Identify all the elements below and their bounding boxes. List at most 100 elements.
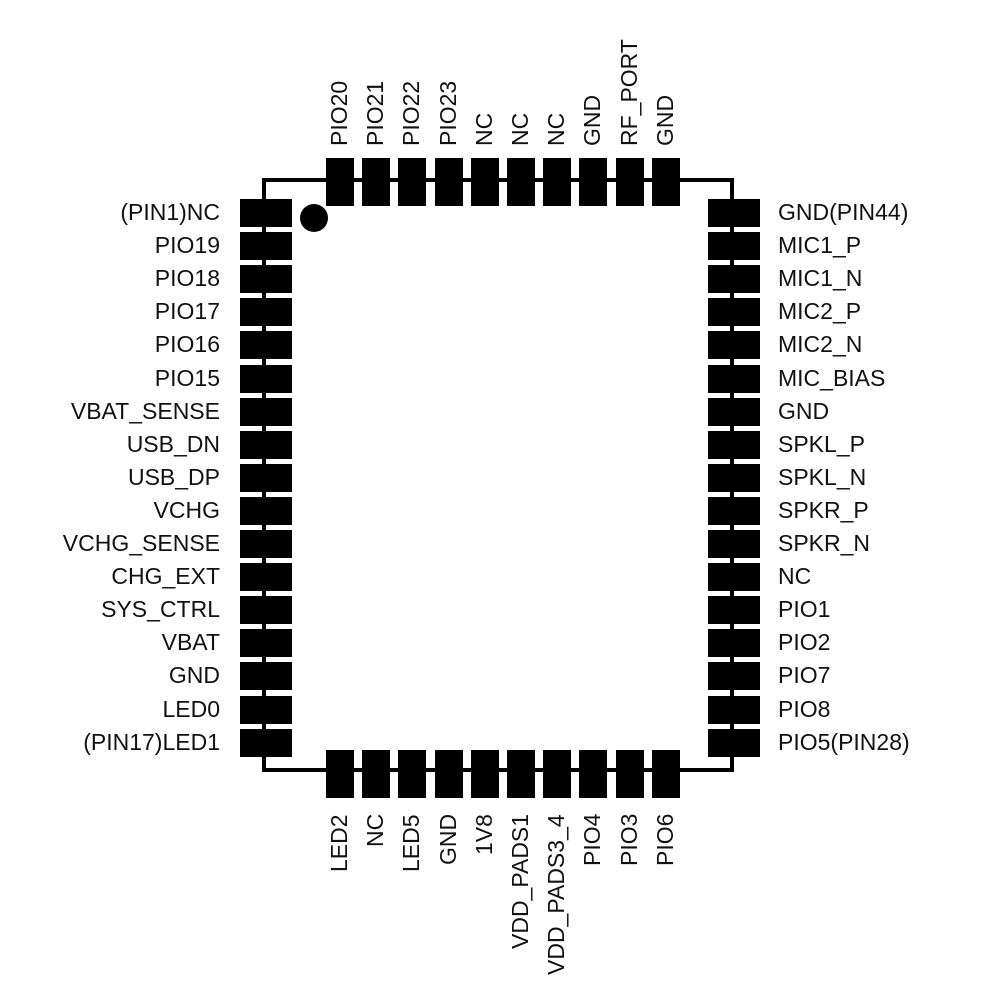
left-pin-pad [240,265,292,294]
bottom-pin-pad [543,750,572,798]
left-pin-pad [240,463,292,492]
top-pin-label: PIO23 [434,80,461,146]
bottom-pin-label: VDD_PADS1 [507,814,533,950]
top-pin-pad [543,158,572,206]
right-pin-label: MIC1_P [778,232,862,259]
left-pin-pad [240,530,292,558]
right-pin-pad [708,199,760,227]
right-pin-label: MIC1_N [778,265,863,292]
right-pin-pad [708,364,760,393]
right-pin-label: MIC2_N [778,331,863,358]
right-pin-pad [708,298,760,327]
top-pin-label: PIO21 [362,80,389,146]
bottom-pin-pad [326,750,354,798]
left-pin-label: PIO16 [154,331,220,358]
bottom-pin-label: LED5 [398,814,425,872]
left-pin-label: VCHG_SENSE [62,530,220,556]
bottom-pin-label: PIO3 [615,814,642,867]
top-pin-label: GND [651,94,678,146]
top-pin-label: NC [507,112,533,146]
top-pin-pad [326,158,354,206]
right-pin-label: MIC_BIAS [778,364,886,391]
right-pin-label: GND [778,397,830,424]
bottom-pin-pad [651,750,680,798]
left-pin-label: GND [168,662,220,689]
left-pin-pad [240,331,292,360]
bottom-pin-label: LED2 [326,814,352,872]
left-pin-pad [240,728,292,757]
top-pin-pad [470,158,499,206]
top-pin-pad [651,158,680,206]
left-pin-label: (PIN1)NC [120,199,220,225]
left-pin-pad [240,496,292,525]
right-pin-pad [708,463,760,492]
bottom-pin-label: PIO4 [579,814,606,867]
left-pin-pad [240,629,292,658]
right-pin-label: PIO2 [778,629,831,656]
right-pin-label: SPKR_P [778,496,869,523]
left-pin-pad [240,563,292,592]
right-pin-label: PIO7 [778,662,831,689]
bottom-pin-pad [615,750,644,798]
left-pin-pad [240,298,292,327]
left-pin-label: SYS_CTRL [101,596,220,623]
chip-package-outline [262,178,734,772]
top-pin-label: PIO20 [326,80,352,146]
left-pin-pad [240,232,292,261]
left-pin-pad [240,596,292,625]
left-pin-pad [240,430,292,459]
right-pin-pad [708,695,760,724]
right-pin-pad [708,265,760,294]
right-pin-label: PIO8 [778,695,831,722]
right-pin-pad [708,496,760,525]
top-pin-label: GND [579,94,606,146]
top-pin-pad [579,158,608,206]
left-pin-label: VBAT [161,629,220,656]
right-pin-pad [708,430,760,459]
left-pin-pad [240,199,292,227]
right-pin-pad [708,331,760,360]
left-pin-label: USB_DP [127,463,220,490]
bottom-pin-pad [398,750,427,798]
bottom-pin-label: 1V8 [470,814,497,855]
right-pin-pad [708,728,760,757]
right-pin-pad [708,629,760,658]
left-pin-label: VCHG [153,496,220,523]
right-pin-label: MIC2_P [778,298,862,325]
bottom-pin-pad [434,750,463,798]
right-pin-label: SPKR_N [778,530,871,556]
bottom-pin-label: VDD_PADS3_4 [543,814,570,975]
bottom-pin-label: PIO6 [651,814,678,867]
bottom-pin-pad [579,750,608,798]
left-pin-label: VBAT_SENSE [70,397,220,424]
right-pin-pad [708,397,760,426]
left-pin-label: PIO15 [154,364,220,391]
pin1-marker-dot [300,204,328,232]
top-pin-pad [434,158,463,206]
top-pin-label: NC [470,112,497,146]
right-pin-label: SPKL_N [778,463,867,490]
left-pin-pad [240,662,292,691]
right-pin-label: NC [778,563,812,590]
right-pin-label: PIO1 [778,596,831,623]
top-pin-pad [362,158,391,206]
bottom-pin-pad [470,750,499,798]
right-pin-pad [708,662,760,691]
top-pin-label: RF_PORT [615,39,642,146]
bottom-pin-label: GND [434,814,461,866]
top-pin-pad [507,158,535,206]
left-pin-pad [240,695,292,724]
left-pin-label: PIO19 [154,232,220,259]
left-pin-pad [240,397,292,426]
bottom-pin-label: NC [362,814,389,848]
bottom-pin-pad [362,750,391,798]
right-pin-label: GND(PIN44) [778,199,909,225]
left-pin-label: LED0 [162,695,220,722]
top-pin-label: NC [543,112,570,146]
top-pin-pad [398,158,427,206]
left-pin-label: PIO18 [154,265,220,292]
left-pin-label: PIO17 [154,298,220,325]
right-pin-pad [708,563,760,592]
top-pin-pad [615,158,644,206]
left-pin-pad [240,364,292,393]
